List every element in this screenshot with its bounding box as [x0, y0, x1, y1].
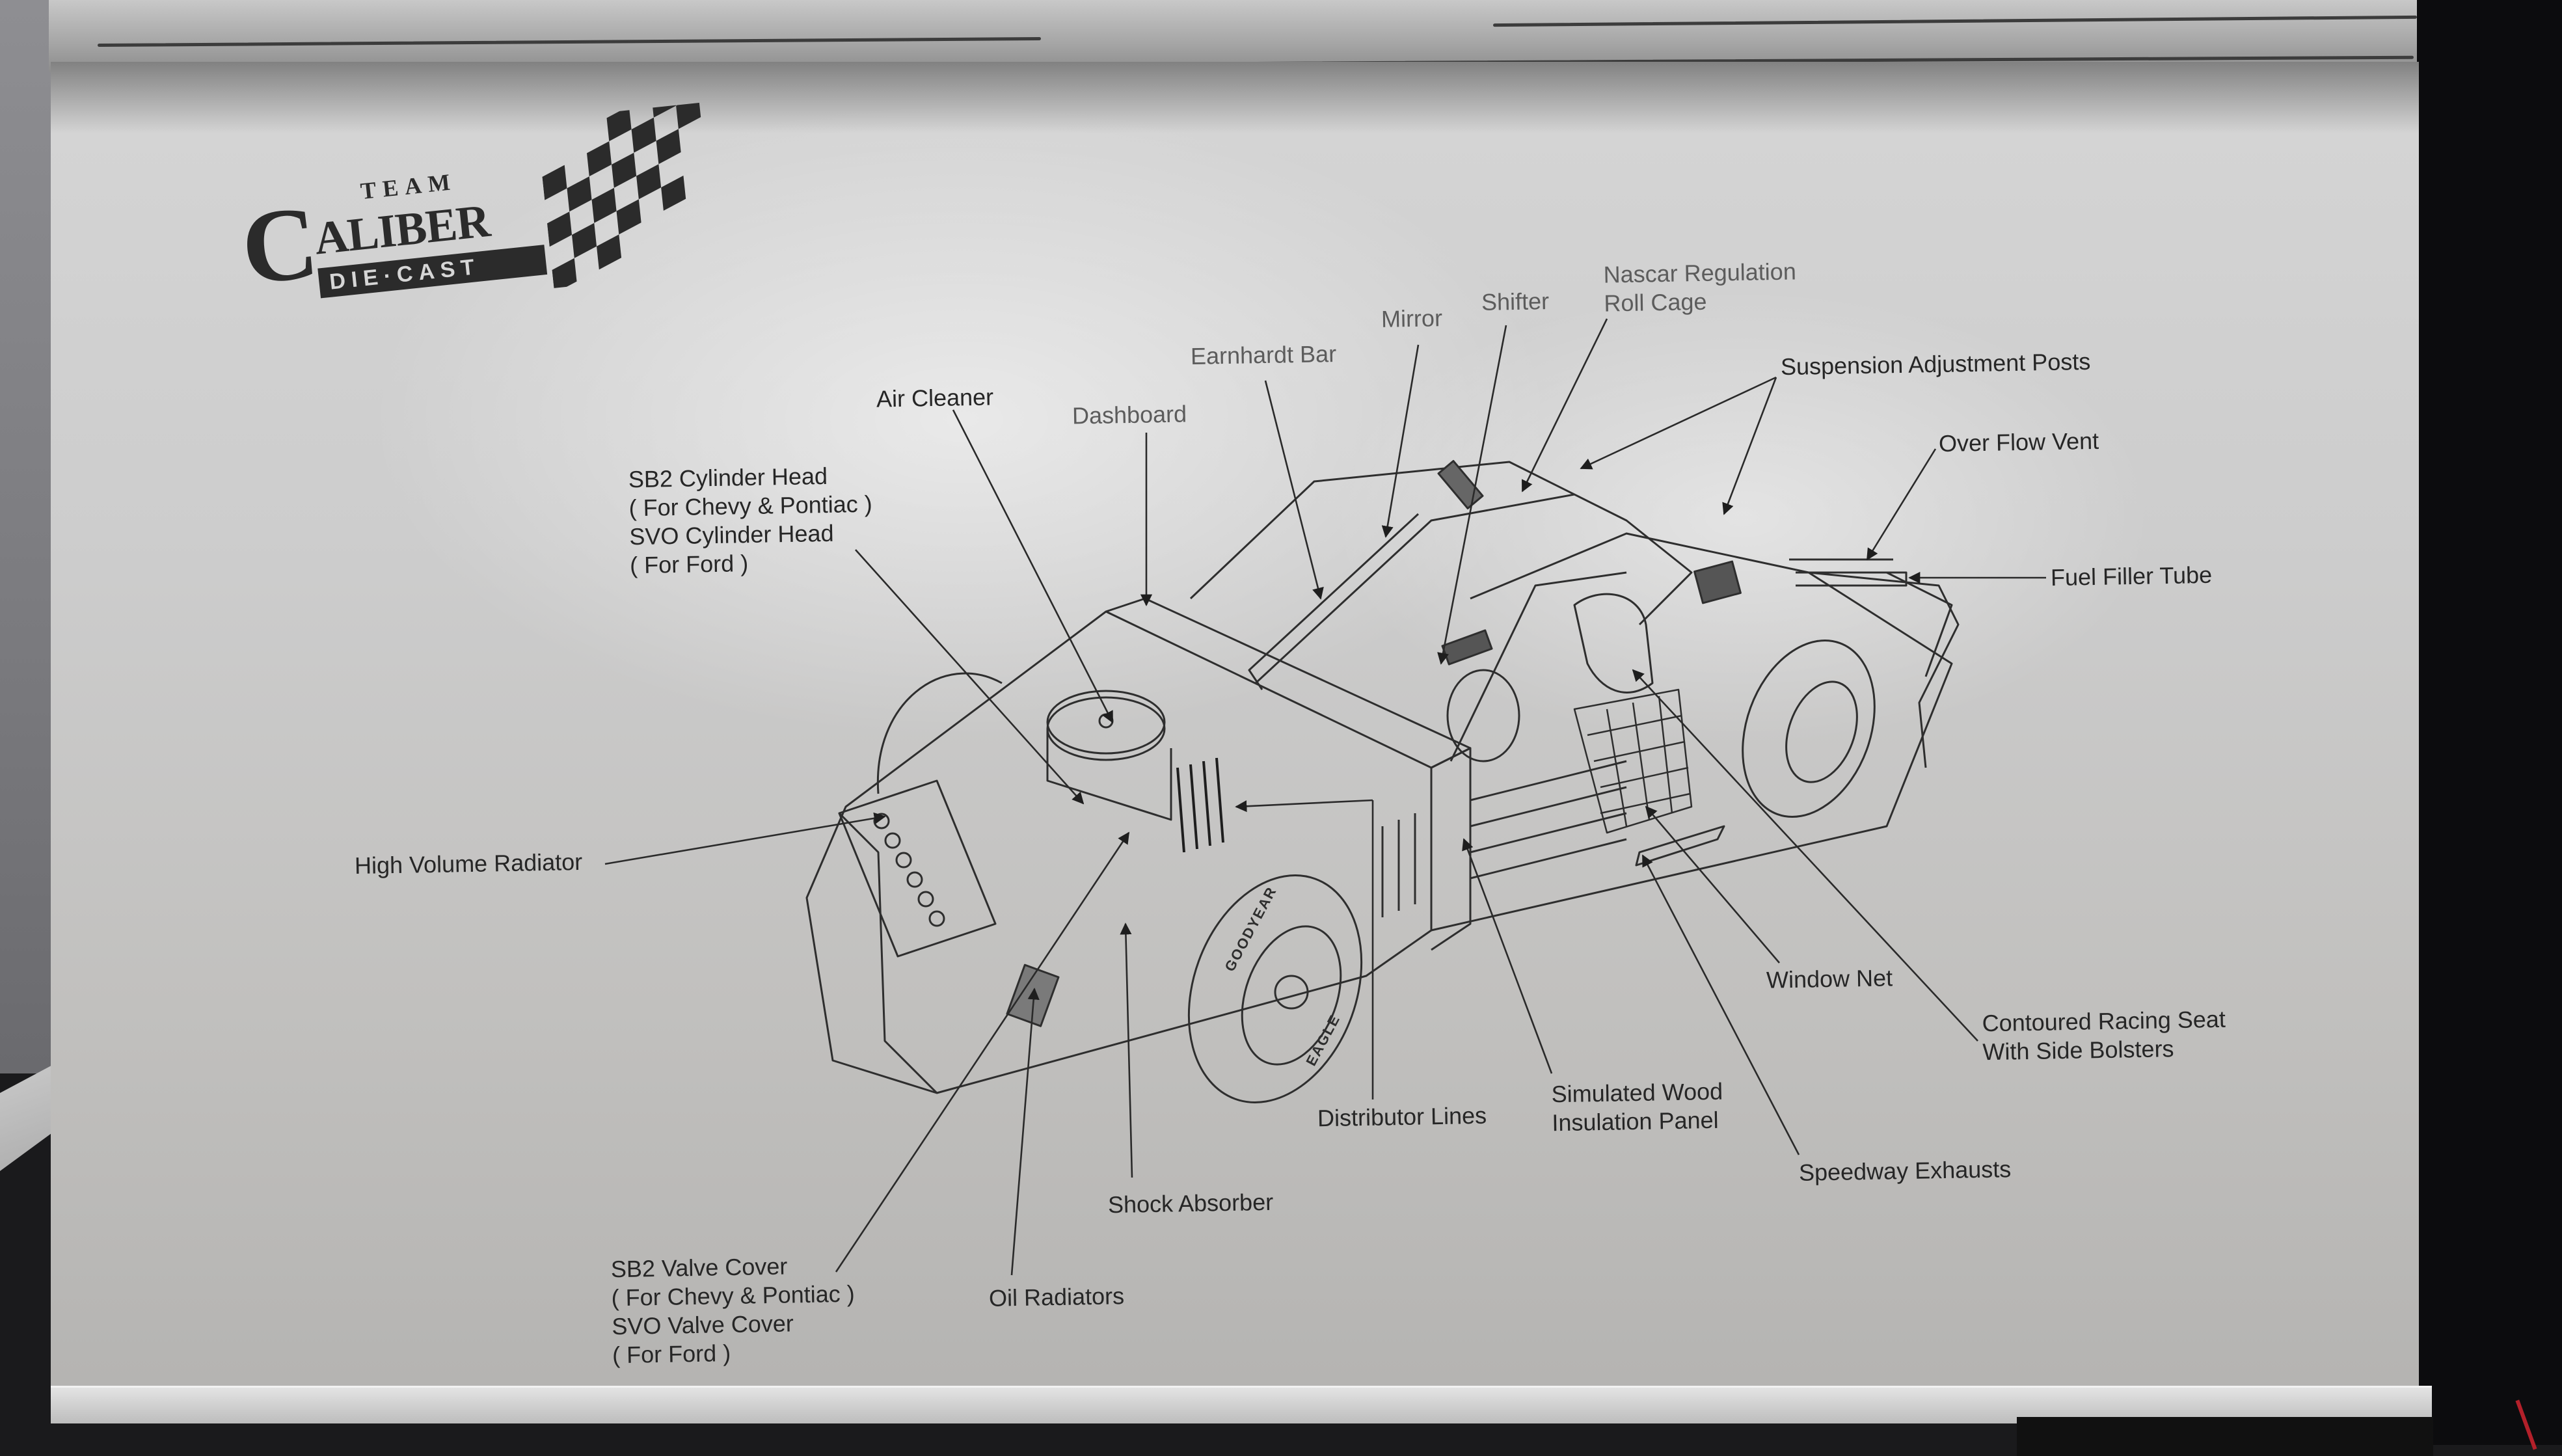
label-line: With Side Bolsters: [1982, 1035, 2174, 1066]
shifter-mesh: [1441, 629, 1493, 666]
label-line: ( For Ford ): [629, 549, 749, 578]
speedway-exhausts: [1470, 760, 1627, 880]
car-hood: [838, 812, 938, 1094]
roll-cage-bar: [1450, 571, 1627, 762]
steering-wheel: [1446, 669, 1520, 762]
front-right-wheel: [876, 672, 1003, 794]
distributor-wires: [1176, 757, 1224, 853]
leader-radiator: [604, 812, 886, 865]
dashboard-block: [1105, 597, 1472, 769]
team-caliber-logo: C TEAM ALIBER DIE·CAST: [234, 102, 716, 327]
leader-distributor-lines-end: [1235, 799, 1373, 813]
engine-block: [1046, 729, 1172, 821]
leader-racing-seat: [1632, 669, 1978, 1042]
label-shifter: Shifter: [1481, 288, 1550, 316]
leader-suspension-post-2: [1722, 377, 1777, 515]
label-line: Roll Cage: [1604, 288, 1707, 317]
label-line: ( For Ford ): [612, 1339, 731, 1368]
label-valve-cover: SB2 Valve Cover ( For Chevy & Pontiac ) …: [610, 1251, 856, 1369]
label-air-cleaner: Air Cleaner: [876, 383, 994, 412]
leader-over-flow-vent: [1866, 448, 1937, 561]
label-line: Insulation Panel: [1552, 1106, 1719, 1137]
front-wheel-hub: [1274, 975, 1309, 1010]
box-lid: [49, 0, 2417, 72]
label-wood-panel: Simulated Wood Insulation Panel: [1551, 1077, 1723, 1137]
label-line: SVO Valve Cover: [612, 1310, 794, 1340]
label-line: Contoured Racing Seat: [1982, 1005, 2226, 1037]
leader-air-cleaner: [952, 409, 1114, 723]
racing-seat: [1573, 593, 1654, 694]
air-cleaner-top: [1046, 690, 1166, 755]
front-wheel: [1187, 874, 1363, 1103]
panel-shadow: [51, 62, 2419, 133]
tire-brand-text: GOODYEAR: [1221, 883, 1280, 974]
label-line: Nascar Regulation: [1603, 258, 1797, 288]
label-line: ( For Chevy & Pontiac ): [628, 490, 873, 522]
leader-earnhardt-bar: [1264, 380, 1324, 600]
rear-spoiler: [1886, 571, 1953, 677]
tire-model-text: EAGLE: [1302, 1012, 1343, 1068]
cockpit-side: [1431, 747, 1472, 951]
rear-wheel-rim: [1785, 681, 1858, 783]
leader-mirror: [1381, 344, 1420, 538]
label-fuel-filler-tube: Fuel Filler Tube: [2050, 561, 2213, 591]
leader-shifter: [1437, 325, 1507, 665]
label-suspension-posts: Suspension Adjustment Posts: [1780, 347, 2091, 381]
leader-wood-panel: [1462, 838, 1553, 1074]
label-oil-radiators: Oil Radiators: [988, 1282, 1125, 1312]
leader-speedway-exhausts: [1641, 854, 1800, 1155]
radiator-holes: [873, 813, 945, 927]
roll-cage: [1189, 461, 1693, 626]
leader-oil-radiators: [1010, 988, 1040, 1276]
leader-window-net: [1645, 805, 1780, 964]
air-cleaner: [1046, 696, 1166, 761]
fuel-filler-tube: [1796, 571, 1908, 587]
rear-wheel: [1742, 639, 1876, 818]
label-radiator: High Volume Radiator: [354, 848, 583, 880]
label-window-net: Window Net: [1766, 964, 1893, 993]
wood-insulation-panel: [1635, 825, 1725, 867]
roll-cage-bar: [1254, 493, 1575, 684]
label-distributor-lines: Distributor Lines: [1317, 1101, 1487, 1132]
window-net: [1573, 688, 1693, 834]
background-right: [2409, 0, 2562, 1445]
rear-deck: [1808, 571, 1960, 768]
label-over-flow-vent: Over Flow Vent: [1938, 427, 2099, 457]
earnhardt-bar-tube: [1248, 513, 1420, 690]
label-racing-seat: Contoured Racing Seat With Side Bolsters: [1982, 1005, 2226, 1066]
label-line: Simulated Wood: [1551, 1077, 1723, 1108]
seat-mesh: [1693, 560, 1742, 604]
box-insert-panel: [51, 62, 2419, 1415]
leader-valve-cover: [835, 831, 1130, 1273]
rear-body: [1431, 532, 1953, 932]
label-nascar-roll-cage: Nascar Regulation Roll Cage: [1603, 257, 1797, 317]
leader-nascar-roll-cage: [1521, 318, 1608, 492]
label-dashboard: Dashboard: [1072, 400, 1187, 429]
label-speedway-exhausts: Speedway Exhausts: [1798, 1155, 2012, 1186]
leader-cylinder-head: [855, 549, 1085, 805]
checkered-flag-icon: [542, 102, 701, 288]
mirror-mesh: [1437, 460, 1484, 509]
label-line: SB2 Cylinder Head: [628, 462, 828, 493]
label-cylinder-head: SB2 Cylinder Head ( For Chevy & Pontiac …: [628, 461, 873, 580]
front-wheel-rim: [1241, 925, 1342, 1066]
label-line: SB2 Valve Cover: [610, 1252, 788, 1283]
label-mirror: Mirror: [1381, 304, 1443, 332]
label-line: SVO Cylinder Head: [629, 519, 834, 550]
label-line: ( For Chevy & Pontiac ): [611, 1280, 856, 1312]
air-cleaner-nut: [1098, 713, 1114, 729]
leader-suspension-post-1: [1580, 376, 1777, 470]
radiator-housing: [838, 779, 997, 958]
leader-shock-absorber: [1120, 923, 1133, 1178]
label-shock-absorber: Shock Absorber: [1107, 1188, 1274, 1219]
label-earnhardt-bar: Earnhardt Bar: [1190, 340, 1337, 370]
